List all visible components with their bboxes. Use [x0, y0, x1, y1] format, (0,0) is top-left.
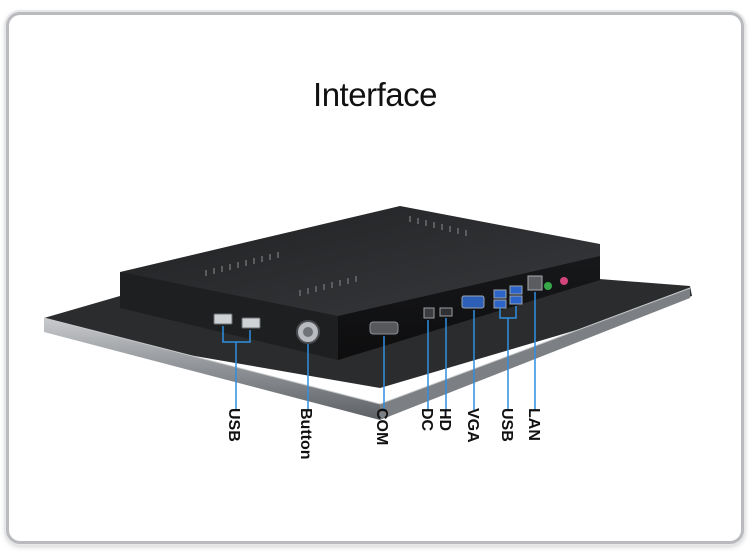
label-vga: VGA — [464, 408, 481, 443]
page-title: Interface — [313, 76, 437, 113]
label-usb-left: USB — [225, 408, 242, 442]
ports-front — [369, 275, 568, 335]
label-usb-right: USB — [498, 408, 515, 442]
label-dc: DC — [418, 408, 435, 432]
usb-ports-left — [213, 313, 261, 329]
label-com: COM — [373, 408, 390, 446]
vent-slots — [205, 216, 467, 296]
power-button — [296, 320, 320, 344]
label-button: Button — [297, 408, 314, 460]
label-hd: HD — [436, 408, 453, 432]
callout-lines — [222, 292, 536, 410]
label-lan: LAN — [525, 408, 542, 441]
